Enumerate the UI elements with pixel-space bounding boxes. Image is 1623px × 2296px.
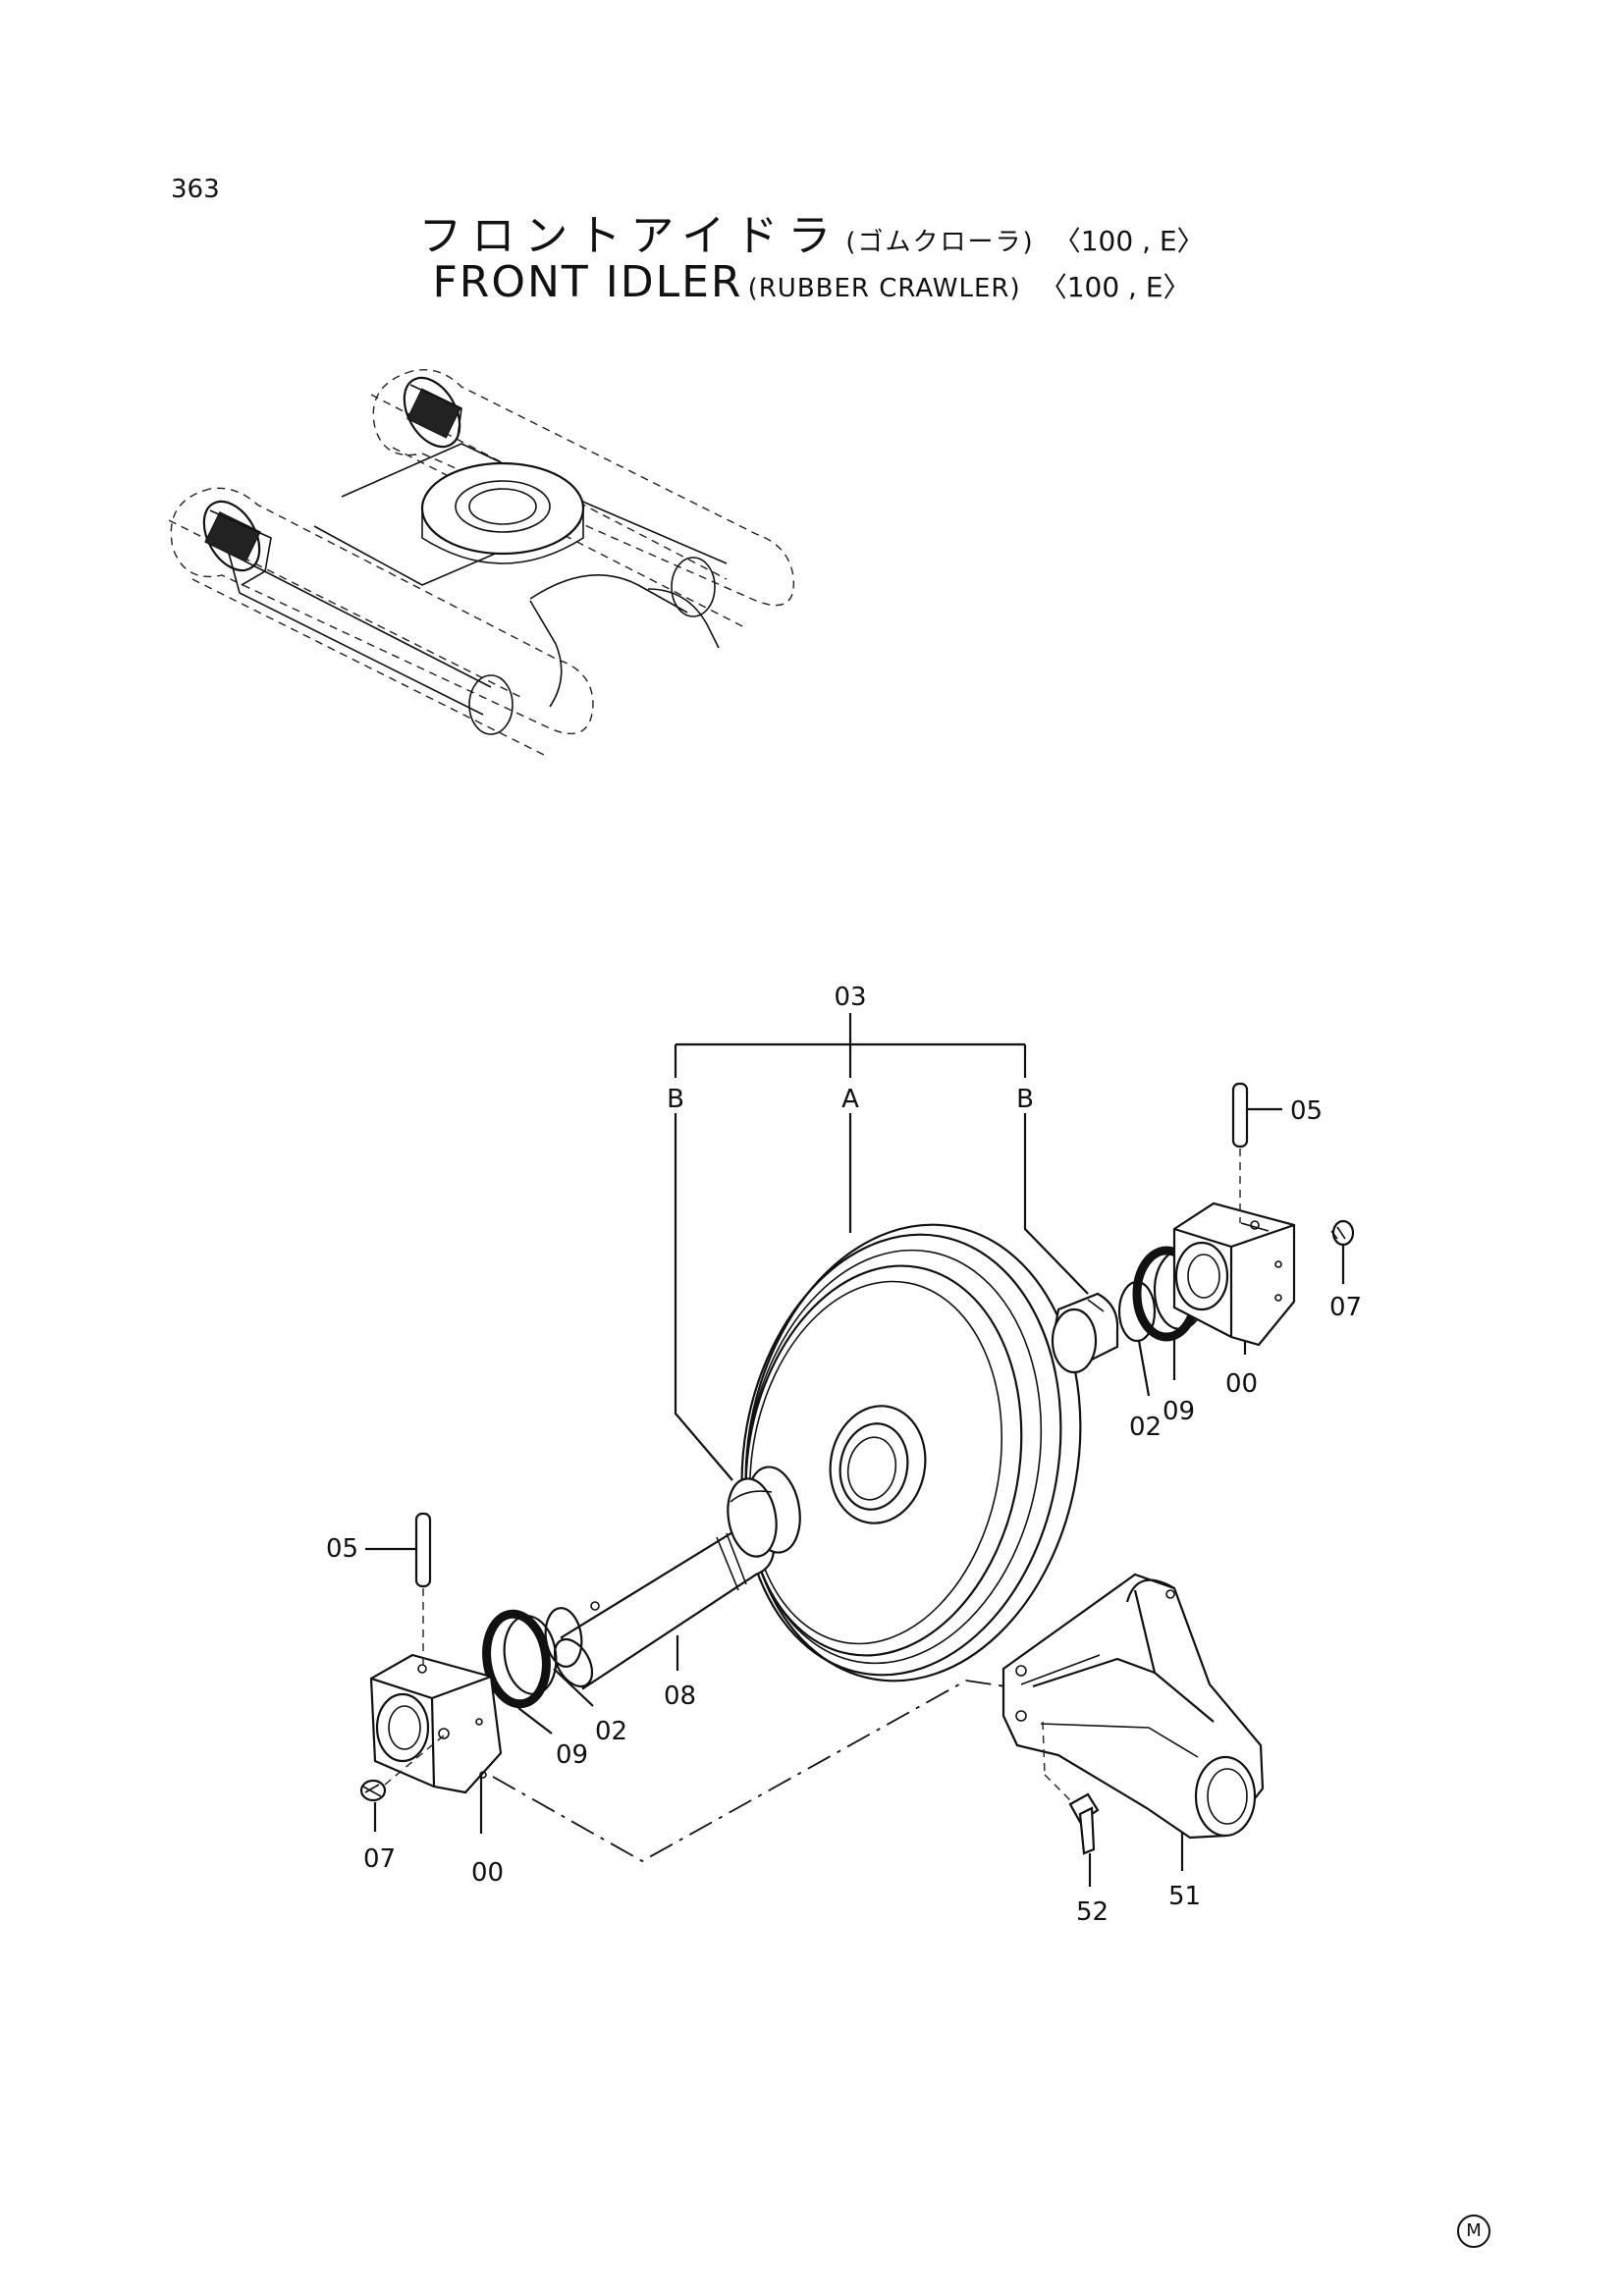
label-07-right: 07 xyxy=(1329,1293,1362,1322)
title-jp-main: フロントアイドラ xyxy=(418,211,841,261)
title-japanese: フロントアイドラ (ゴムクローラ) 〈100 , E〉 xyxy=(0,200,1623,263)
front-sprocket xyxy=(468,674,514,735)
label-a: A xyxy=(841,1085,859,1114)
label-02-left: 02 xyxy=(595,1717,627,1746)
label-07-left: 07 xyxy=(363,1844,396,1874)
right-pin xyxy=(1231,1082,1282,1223)
label-09-right: 09 xyxy=(1163,1397,1195,1426)
right-collar xyxy=(1051,1292,1119,1374)
label-05-right: 05 xyxy=(1290,1096,1323,1126)
label-52: 52 xyxy=(1076,1897,1109,1927)
assembly-line xyxy=(492,1680,1006,1863)
left-floating-seal xyxy=(482,1609,558,1709)
left-support-block xyxy=(369,1653,503,1794)
title-jp-sub: (ゴムクローラ) xyxy=(845,228,1035,257)
label-51: 51 xyxy=(1168,1882,1201,1911)
label-b-left: B xyxy=(667,1085,684,1114)
page-number: 363 xyxy=(171,175,220,204)
front-track-outline xyxy=(168,487,594,757)
label-05-left: 05 xyxy=(326,1534,358,1564)
label-08: 08 xyxy=(664,1682,696,1711)
idler-wheel xyxy=(740,1223,1082,1682)
title-jp-model: 〈100 , E〉 xyxy=(1053,225,1205,257)
title-en-sub: (RUBBER CRAWLER) xyxy=(747,274,1021,303)
assembly-bracket xyxy=(674,1013,1089,1481)
right-support-block xyxy=(1172,1201,1296,1347)
leader-left-o-ring xyxy=(553,1668,594,1707)
leader-left-seal xyxy=(517,1707,553,1735)
label-00-right: 00 xyxy=(1225,1369,1258,1399)
title-en-main: FRONT IDLER xyxy=(432,257,743,307)
left-collar xyxy=(727,1466,801,1558)
title-en-model: 〈100 , E〉 xyxy=(1039,271,1191,303)
label-00-left: 00 xyxy=(471,1858,504,1888)
idler-rear-track xyxy=(403,376,462,449)
manufacturer-mark: M xyxy=(1457,2215,1490,2248)
right-plug xyxy=(1330,1219,1355,1284)
label-03: 03 xyxy=(834,983,866,1012)
left-plug xyxy=(359,1735,445,1832)
undercarriage-overview xyxy=(168,369,795,757)
swing-bearing xyxy=(420,461,585,564)
left-pin xyxy=(365,1512,432,1669)
leader-right-o-ring xyxy=(1137,1340,1151,1397)
title-english: FRONT IDLER (RUBBER CRAWLER) 〈100 , E〉 xyxy=(0,257,1623,307)
bolt xyxy=(1042,1721,1100,1887)
label-02-right: 02 xyxy=(1129,1413,1162,1442)
yoke xyxy=(1001,1573,1265,1871)
rear-sprocket xyxy=(671,557,716,617)
idler-front-track xyxy=(202,500,272,586)
label-b-right: B xyxy=(1016,1085,1034,1114)
label-09-left: 09 xyxy=(556,1740,588,1770)
